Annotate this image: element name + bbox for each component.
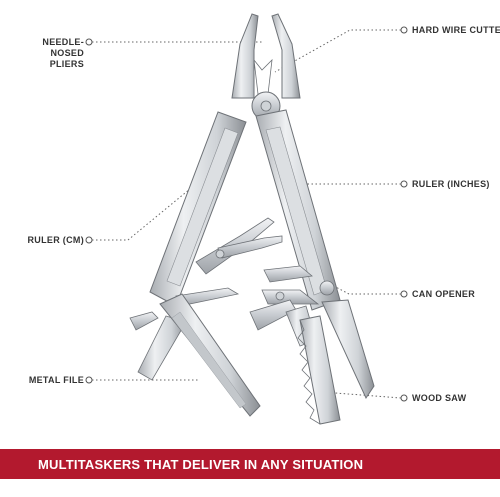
leader-endpoints [85,26,408,402]
label-ruler-cm: RULER (CM) [27,235,84,245]
tagline-banner: MULTITASKERS THAT DELIVER IN ANY SITUATI… [0,449,500,479]
callout-dot [400,180,408,188]
label-wood-saw: WOOD SAW [412,393,467,403]
callout-dot [400,290,408,298]
label-needle-nosed-pliers: NEEDLE-NOSED PLIERS [42,37,84,69]
label-can-opener: CAN OPENER [412,289,476,299]
scissors-tool [195,217,283,275]
callout-dot [400,26,408,34]
leader-ruler-cm [92,183,197,241]
leader-can-opener [297,266,401,295]
pliers-jaws [231,13,301,121]
knife-blade [321,299,375,400]
callout-dot [85,236,93,244]
callout-dot [400,394,408,402]
tagline-text: MULTITASKERS THAT DELIVER IN ANY SITUATI… [38,457,364,472]
leader-wood-saw [321,391,402,399]
callout-dot [85,376,93,384]
label-hard-wire-cutter: HARD WIRE CUTTER [412,25,500,35]
label-ruler-inches: RULER (INCHES) [412,179,490,189]
leader-hard-wire-cutter [274,29,401,73]
wood-saw-blade [297,315,341,425]
right-handle [255,109,341,311]
metal-file-blade [159,293,261,417]
leader-lines [92,29,402,399]
small-tools-left [129,287,240,381]
left-handle [149,111,247,307]
label-metal-file: METAL FILE [28,375,84,385]
callout-dot [85,38,93,46]
